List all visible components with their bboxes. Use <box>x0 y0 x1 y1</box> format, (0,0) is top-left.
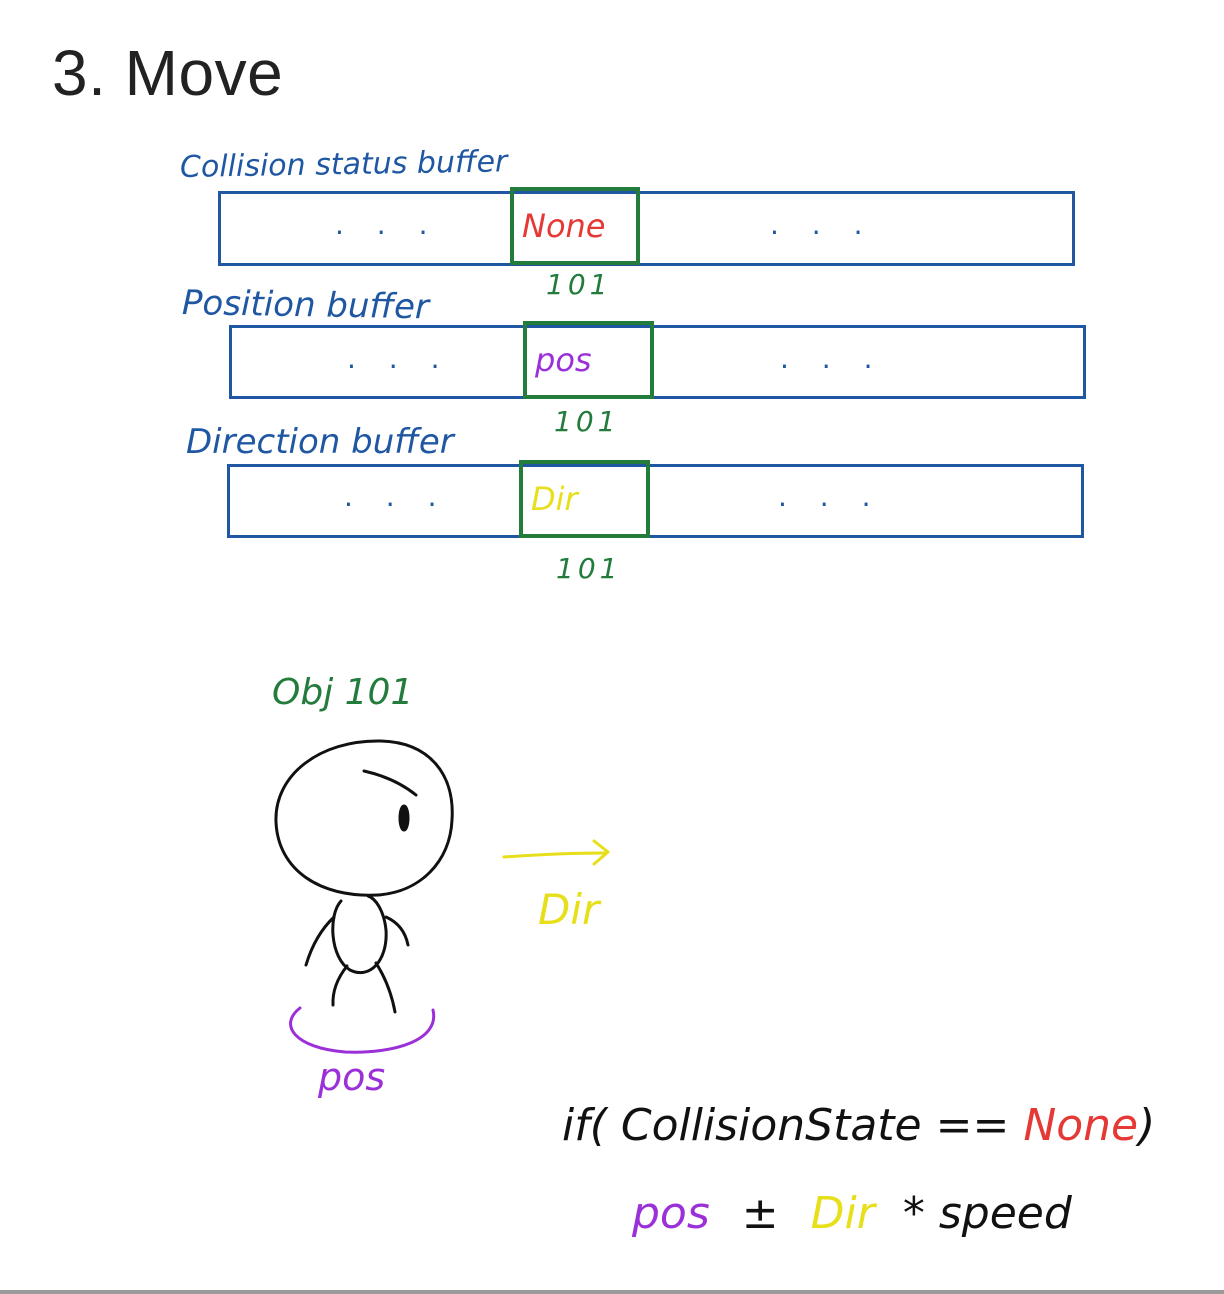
collision-buffer-right-dots: . . . <box>770 208 875 241</box>
bottom-divider <box>0 1290 1224 1294</box>
direction-buffer <box>227 464 1084 538</box>
figure-left-leg <box>331 964 349 1007</box>
direction-buffer-label: Direction buffer <box>186 422 454 462</box>
formula-dir: Dir <box>810 1188 875 1239</box>
formula-pos: pos <box>632 1188 710 1239</box>
formula-line-1: if( CollisionState == None) <box>562 1100 1155 1151</box>
direction-arrow-icon <box>502 839 610 866</box>
position-buffer-cell: pos <box>523 321 654 399</box>
figure-eyebrow <box>362 769 418 797</box>
collision-buffer-index: 101 <box>546 268 612 301</box>
figure-head <box>274 739 454 897</box>
page-title: 3. Move <box>52 37 284 109</box>
object-label: Obj 101 <box>272 672 414 713</box>
position-buffer-left-dots: . . . <box>347 342 452 375</box>
direction-buffer-right-dots: . . . <box>778 480 883 513</box>
figure-left-arm <box>304 915 336 967</box>
direction-buffer-index: 101 <box>556 552 622 585</box>
direction-label: Dir <box>538 885 600 934</box>
figure-right-leg <box>374 961 397 1014</box>
formula-speed: * speed <box>902 1188 1072 1239</box>
figure-body <box>331 894 388 974</box>
formula-line-2: pos ± Dir * speed <box>632 1188 1072 1239</box>
position-buffer-index: 101 <box>554 405 620 438</box>
collision-buffer-left-dots: . . . <box>335 208 440 241</box>
formula-operator: ± <box>741 1188 779 1239</box>
collision-buffer-cell: None <box>510 187 640 265</box>
stick-figure <box>274 739 454 1014</box>
position-buffer-right-dots: . . . <box>780 342 885 375</box>
direction-buffer-left-dots: . . . <box>344 480 449 513</box>
collision-status-buffer <box>218 191 1075 266</box>
figure-right-arm <box>384 915 410 947</box>
position-buffer <box>229 325 1086 399</box>
figure-eye <box>398 804 410 832</box>
position-ground-mark <box>289 1006 436 1054</box>
formula-close-paren: ) <box>1138 1100 1156 1151</box>
formula-none-value: None <box>1023 1100 1139 1151</box>
direction-buffer-cell: Dir <box>519 460 650 538</box>
formula-condition: if( CollisionState == <box>562 1100 1010 1151</box>
position-label: pos <box>318 1055 386 1099</box>
